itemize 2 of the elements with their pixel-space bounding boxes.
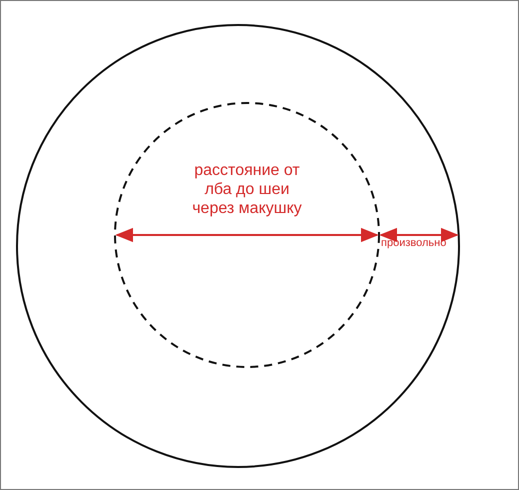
dimension-label: произвольно — [381, 237, 446, 250]
dimension-label: расстояние от лба до шеи через макушку — [191, 161, 303, 219]
